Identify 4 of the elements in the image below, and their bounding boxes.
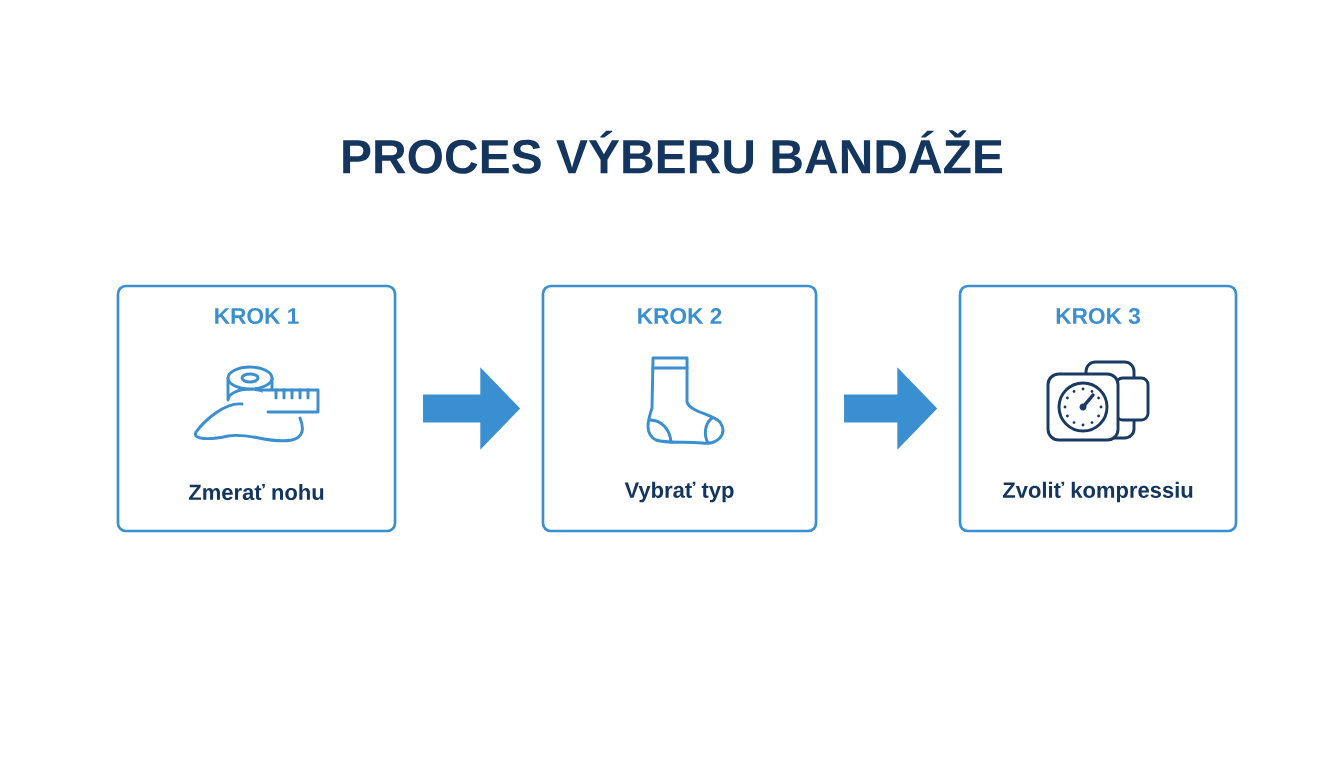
title: PROCES VÝBERU BANDÁŽE [343,130,1003,174]
step-box: KROK 2 Vybrať typ [541,284,818,533]
step-box: KROK 1 Zmerať nohu [116,284,397,533]
step-box: KROK 3 Zvoliť kompressiu [958,284,1238,533]
